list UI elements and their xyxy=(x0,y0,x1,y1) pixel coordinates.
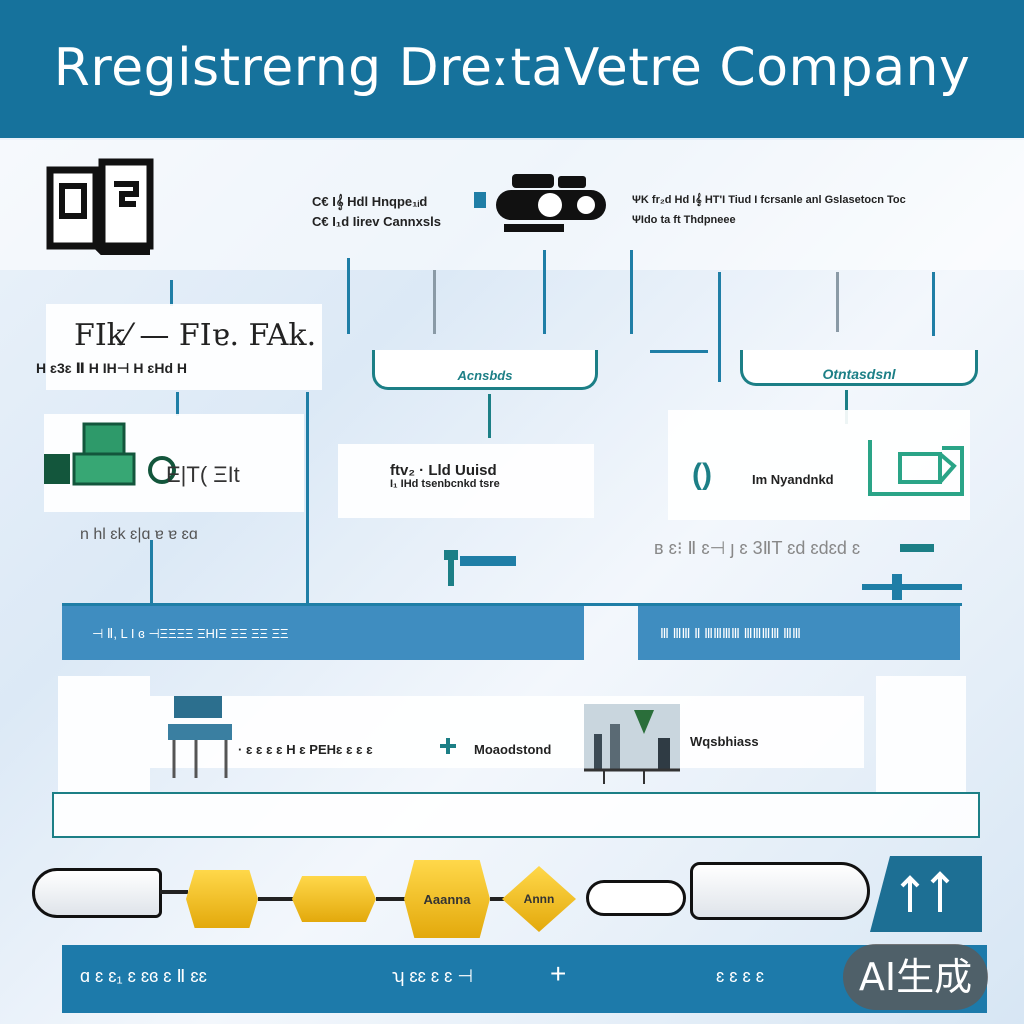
band-top-line xyxy=(62,603,962,606)
footer-text-3: + xyxy=(550,958,567,989)
connector-line xyxy=(490,897,504,901)
connector-line xyxy=(862,584,962,590)
connector-plug-icon xyxy=(444,550,516,586)
factory-photo-icon xyxy=(584,704,680,784)
left-info-box xyxy=(46,304,322,390)
outline-strip xyxy=(52,792,980,838)
footer-text-1: ɑ ɛ ɛ₁ ɛ ɛɞ ɛ Ⅱ ɛɛ xyxy=(80,966,207,986)
connector-line xyxy=(845,390,848,424)
monitor-icon xyxy=(868,440,964,496)
right-card xyxy=(668,410,970,520)
footer-bar xyxy=(62,945,987,1013)
connector-line xyxy=(347,258,350,334)
connector-line xyxy=(543,250,546,334)
diamond-icon: Annn xyxy=(502,866,576,932)
process-middle-text: Moaodstond xyxy=(474,742,552,757)
connector-line xyxy=(650,350,708,353)
connector-line xyxy=(488,394,491,438)
top-right-text-2: ΨIdo ta ft Thdpneee xyxy=(632,214,736,226)
connector-line xyxy=(170,280,173,306)
hexagon-icon xyxy=(186,870,258,928)
band-right xyxy=(638,606,960,660)
plus-icon xyxy=(440,738,456,754)
footer-text-4: ɛ ɛ ɛ ɛ xyxy=(716,966,765,986)
hexagon-icon xyxy=(292,876,376,922)
connector-line xyxy=(932,272,935,336)
process-box-right xyxy=(876,676,966,792)
top-right-text-1: ΨK fr₂d Hd I𝄞 HT'I Tiud I fcrsanle anl G… xyxy=(632,194,906,206)
connector-line xyxy=(630,250,633,334)
top-left-text-2: C€ I₁d Iirev Cannxsls xyxy=(312,214,441,229)
capsule-icon xyxy=(690,862,870,920)
connector-line xyxy=(433,270,436,334)
left-sub-text: n hl ɛk ɛ|ɑ ɐ ɐ ɛɑ xyxy=(80,526,198,543)
connector-marker xyxy=(892,574,902,600)
left-card-text: E|T( ΞIt xyxy=(166,462,240,487)
connector-line xyxy=(718,272,721,382)
process-box-left xyxy=(58,676,150,792)
desk-icon xyxy=(168,696,232,778)
camera-icon xyxy=(496,174,606,232)
right-bracket-label: Otntasdsnl xyxy=(822,366,896,382)
connector-line xyxy=(836,272,839,332)
center-bracket-label: Acnsbds xyxy=(457,368,513,383)
center-bracket xyxy=(372,350,598,390)
center-card xyxy=(338,444,594,518)
band-right-text: Ⅲ ⅢⅢ Ⅱ ⅢⅢⅢⅢ ⅢⅢⅢⅢ ⅢⅢ xyxy=(660,626,801,641)
ai-generated-badge: AI生成 xyxy=(843,944,988,1010)
connector-line xyxy=(176,392,179,416)
capsule-icon xyxy=(32,868,162,918)
band-left-text: ⊣ Ⅱ, L I ɞ ⊣ΞΞΞΞ ΞHIΞ ΞΞ ΞΞ ΞΞ xyxy=(92,626,289,641)
top-left-text-1: C€ I𝄞 Hdl Hnqpe₁ᵢd xyxy=(312,194,428,209)
process-strip xyxy=(150,696,864,768)
hexagon-icon: Aaanna xyxy=(404,860,490,938)
right-card-text: Im Nyandnkd xyxy=(752,472,834,487)
connector-line xyxy=(160,890,188,894)
connector-line xyxy=(150,540,153,610)
footer-text-2: ʮ ɛɛ ɛ ɛ ⊣ xyxy=(392,966,474,986)
band-left xyxy=(62,606,584,660)
connector-line xyxy=(258,897,294,901)
center-card-text-2: I₁ IHd tsenbcnkd tsre xyxy=(390,478,500,490)
printer-icon xyxy=(44,422,176,486)
process-right-text: Wqsbhiass xyxy=(690,734,759,749)
connector-line xyxy=(376,897,406,901)
left-box-text: H ɛ3ɛ Ⅱ H IH⊣ H ɛHd H xyxy=(36,360,188,376)
mid-right-text: ʙ ɛ⁝ Ⅱ ɛ⊣ ȷ ɛ 3ⅡT ɛd ɛdɛd ɛ xyxy=(654,538,861,558)
book-icon xyxy=(46,158,154,255)
left-box-title: FIk⁄ — FIɐ. FAk. xyxy=(74,318,317,353)
arrow-up-card-icon xyxy=(870,856,982,932)
right-card-glyph: () xyxy=(692,458,712,491)
header-bar xyxy=(0,0,1024,138)
process-left-text: · ɛ ɛ ɛ ɛ H ɛ PEHɛ ɛ ɛ ɛ xyxy=(238,742,373,757)
connector-line xyxy=(306,392,309,604)
capsule-icon xyxy=(586,880,686,916)
connector-marker xyxy=(900,544,934,552)
center-card-text-1: ftv₂ · Lld Uuisd xyxy=(390,462,497,479)
right-bracket xyxy=(740,350,978,386)
page-title: Rregistrerng Dre⁠ːtaVetre Company xyxy=(53,38,971,98)
connector-marker xyxy=(474,192,486,208)
